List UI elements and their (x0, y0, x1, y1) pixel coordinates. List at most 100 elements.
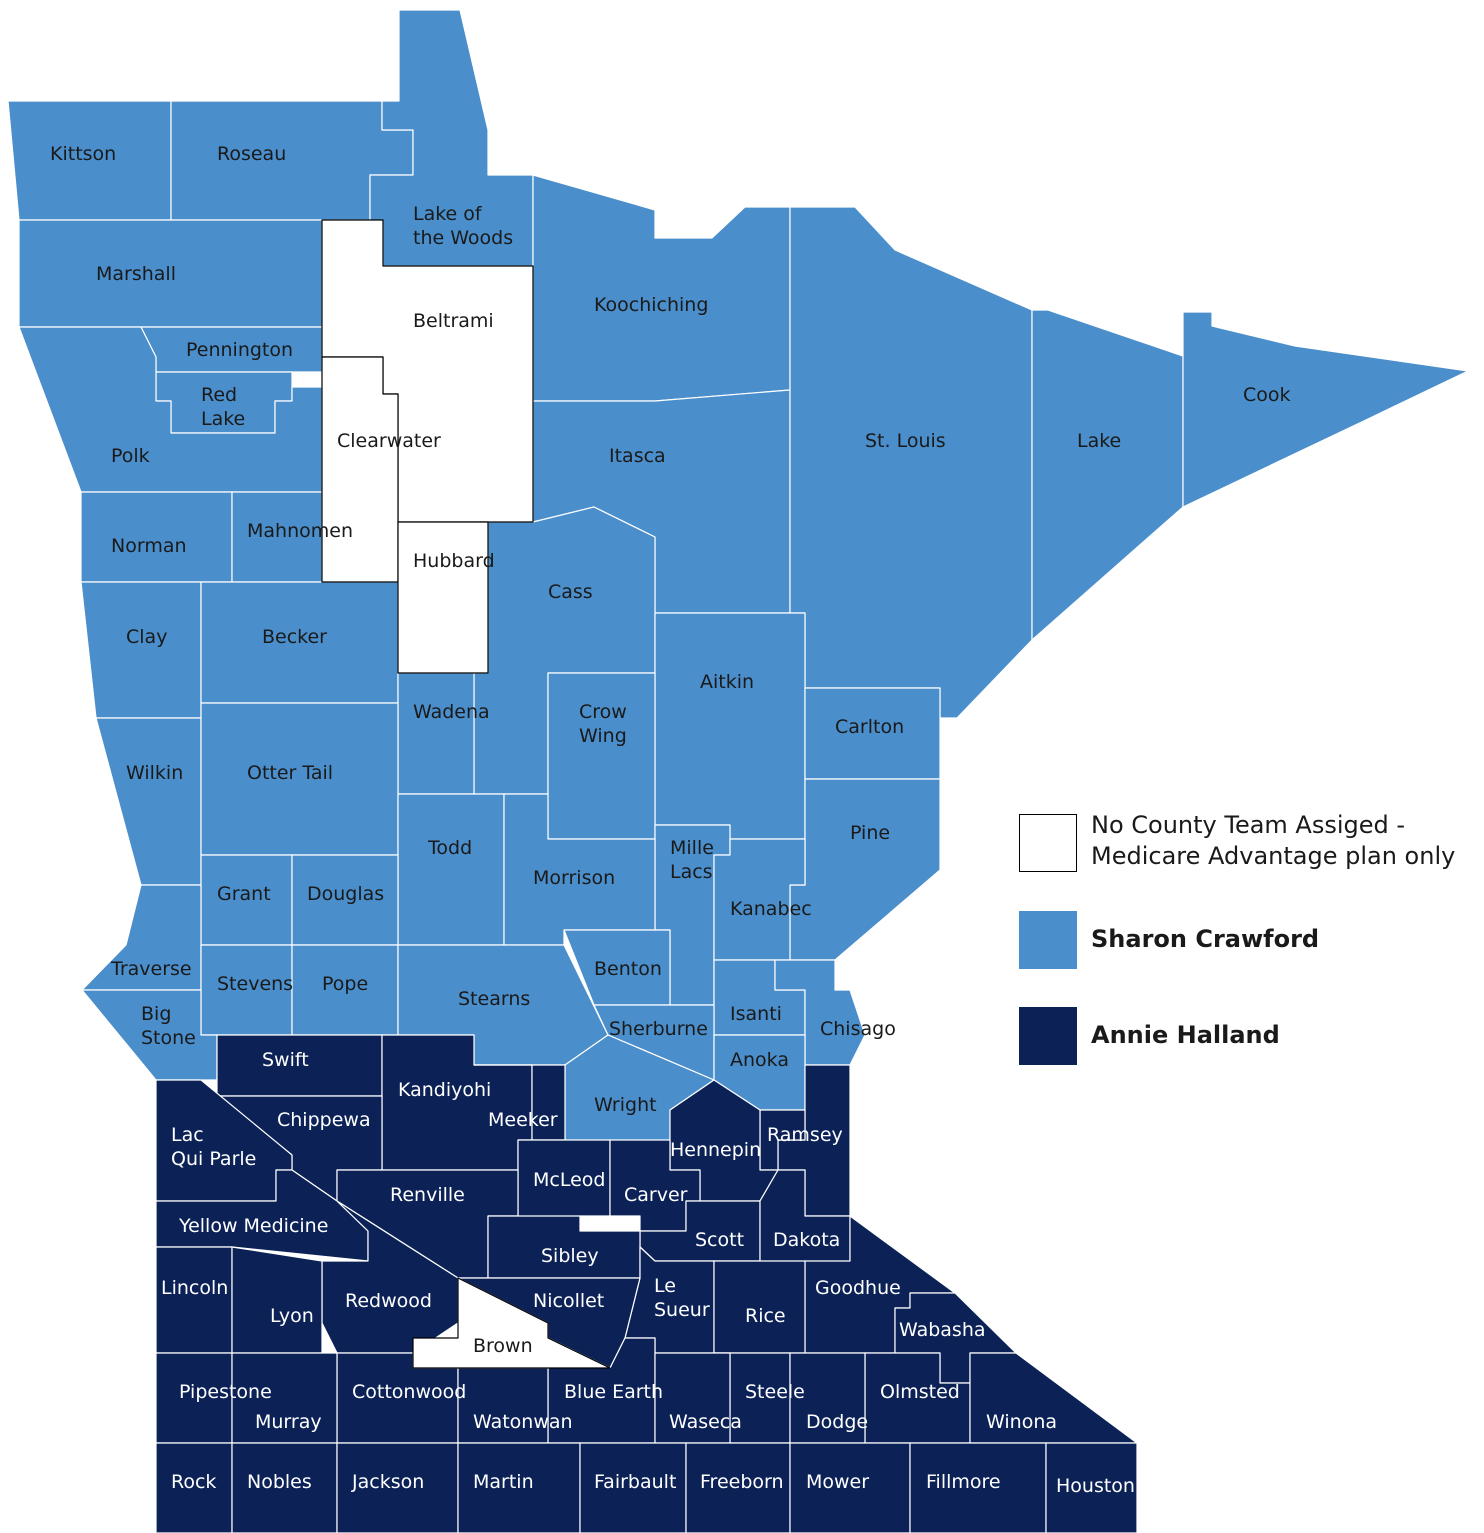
county-label-nobles: Nobles (247, 1471, 312, 1493)
county-label-aitkin: Aitkin (700, 671, 754, 693)
county-crow-wing (547, 672, 656, 840)
county-mower (789, 1442, 911, 1533)
county-label-lincoln: Lincoln (161, 1277, 228, 1299)
county-label-pipestone: Pipestone (179, 1381, 272, 1403)
county-label-mower: Mower (806, 1471, 869, 1493)
county-cook (1182, 311, 1469, 508)
county-label-wilkin: Wilkin (126, 762, 183, 784)
county-label-goodhue: Goodhue (815, 1277, 901, 1299)
county-label-carlton: Carlton (835, 716, 904, 738)
county-shapes (7, 9, 1469, 1533)
county-fairbault (579, 1442, 687, 1533)
county-lincoln (155, 1246, 233, 1354)
county-wadena (397, 672, 475, 795)
county-jackson (336, 1442, 459, 1533)
county-label-pope: Pope (322, 973, 368, 995)
county-label-yellow-medicine: Yellow Medicine (178, 1215, 328, 1237)
county-label-mcleod: McLeod (533, 1169, 605, 1191)
county-label-benton: Benton (594, 958, 662, 980)
county-label-douglas: Douglas (307, 883, 384, 905)
county-label-chisago: Chisago (820, 1018, 896, 1040)
legend-swatch-light-blue (1019, 911, 1077, 969)
county-fillmore (909, 1442, 1047, 1533)
county-label-meeker: Meeker (488, 1109, 558, 1131)
county-label-norman: Norman (111, 535, 187, 557)
county-label-rice: Rice (745, 1305, 786, 1327)
county-freeborn (685, 1442, 791, 1533)
legend-label-sharon: Sharon Crawford (1091, 925, 1320, 953)
legend-swatch-navy (1019, 1007, 1077, 1065)
county-pine (789, 778, 941, 961)
county-label-renville: Renville (390, 1184, 465, 1206)
county-aitkin (654, 612, 806, 840)
county-label-becker: Becker (262, 626, 327, 648)
legend-item-sharon: Sharon Crawford (1019, 911, 1319, 969)
county-label-pine: Pine (850, 822, 890, 844)
county-label-hennepin: Hennepin (670, 1139, 761, 1161)
county-nobles (231, 1442, 338, 1533)
county-label-watonwan: Watonwan (473, 1411, 573, 1433)
county-label-carver: Carver (624, 1184, 688, 1206)
county-label-clay: Clay (126, 626, 167, 648)
county-label-polk: Polk (111, 445, 150, 467)
county-label-anoka: Anoka (730, 1049, 789, 1071)
county-label-stearns: Stearns (458, 988, 530, 1010)
county-label-winona: Winona (986, 1411, 1057, 1433)
county-label-steele: Steele (745, 1381, 805, 1403)
county-label-st-louis: St. Louis (865, 430, 946, 452)
county-label-todd: Todd (427, 837, 472, 859)
county-label-brown: Brown (473, 1335, 533, 1357)
county-label-koochiching: Koochiching (594, 294, 708, 316)
county-label-beltrami: Beltrami (413, 310, 494, 332)
county-label-hubbard: Hubbard (413, 550, 495, 572)
county-clay (80, 581, 202, 719)
legend-item-no-team: No County Team Assiged - Medicare Advant… (1019, 811, 1455, 872)
county-label-cook: Cook (1243, 384, 1291, 406)
county-label-jackson: Jackson (351, 1471, 424, 1493)
county-label-roseau: Roseau (217, 143, 286, 165)
county-label-itasca: Itasca (609, 445, 666, 467)
county-label-lake: Lake (1077, 430, 1121, 452)
county-label-clearwater: Clearwater (337, 430, 441, 452)
county-martin (457, 1442, 581, 1533)
county-rock (155, 1442, 233, 1533)
county-label-cass: Cass (548, 581, 593, 603)
county-label-kittson: Kittson (50, 143, 116, 165)
county-label-fillmore: Fillmore (926, 1471, 1001, 1493)
county-label-grant: Grant (217, 883, 271, 905)
county-label-cottonwood: Cottonwood (352, 1381, 466, 1403)
county-label-stevens: Stevens (217, 973, 293, 995)
county-label-fairbault: Fairbault (594, 1471, 676, 1493)
legend-label-no-team: No County Team Assiged - Medicare Advant… (1091, 811, 1456, 870)
county-label-scott: Scott (695, 1229, 744, 1251)
county-label-dakota: Dakota (773, 1229, 840, 1251)
county-label-ramsey: Ramsey (767, 1124, 843, 1146)
county-label-blue-earth: Blue Earth (564, 1381, 663, 1403)
county-chisago (774, 959, 866, 1066)
county-label-wabasha: Wabasha (899, 1319, 986, 1341)
county-hubbard (397, 521, 489, 674)
county-label-isanti: Isanti (730, 1003, 782, 1025)
county-lake (1031, 309, 1184, 641)
county-label-marshall: Marshall (96, 263, 176, 285)
county-clearwater (321, 356, 399, 583)
county-label-martin: Martin (473, 1471, 534, 1493)
county-label-morrison: Morrison (533, 867, 615, 889)
county-wilkin (95, 717, 202, 886)
county-label-wadena: Wadena (413, 701, 490, 723)
legend-swatch-white (1019, 814, 1077, 872)
legend-item-annie: Annie Halland (1019, 1007, 1280, 1065)
county-label-redwood: Redwood (345, 1290, 432, 1312)
county-label-olmsted: Olmsted (880, 1381, 960, 1403)
county-label-kandiyohi: Kandiyohi (398, 1079, 491, 1101)
county-lyon (231, 1246, 323, 1354)
county-label-washington: Washington (857, 1094, 969, 1116)
county-houston (1045, 1442, 1138, 1533)
